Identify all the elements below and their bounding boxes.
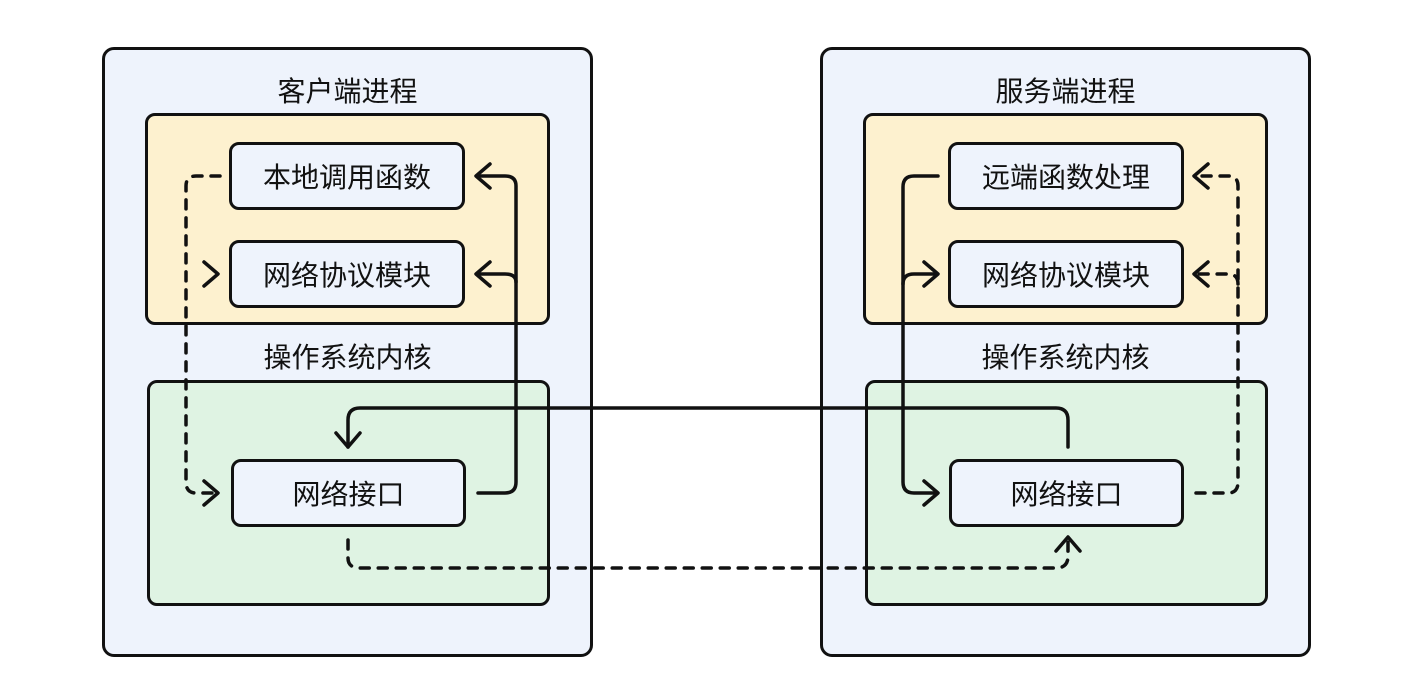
client-process-title: 客户端进程: [277, 75, 418, 108]
client-protocol-branch: [476, 272, 518, 284]
server-response-solid-arrow: [901, 174, 940, 495]
local-call-arrowhead: [474, 162, 492, 190]
client-request-dashed-arrow: [184, 174, 222, 495]
network-request-dashed-arrow: [346, 535, 1070, 570]
client-kernel-title: 操作系统内核: [263, 341, 432, 374]
client-interface-arrowhead: [202, 479, 220, 507]
server-protocol-request-branch: [1194, 272, 1240, 286]
server-interface-request-arrowhead: [1054, 535, 1082, 553]
server-kernel-title: 操作系统内核: [981, 341, 1150, 374]
server-network-interface-node: 网络接口: [949, 459, 1184, 527]
client-protocol-module-node: 网络协议模块: [229, 240, 465, 308]
server-protocol-request-arrowhead: [1192, 260, 1210, 288]
network-response-solid-arrow: [346, 406, 1070, 449]
server-protocol-response-branch: [901, 272, 937, 286]
client-response-solid-arrow: [476, 174, 518, 495]
client-interface-response-arrowhead: [334, 431, 362, 449]
remote-handler-node: 远端函数处理: [948, 142, 1184, 210]
server-protocol-module-node: 网络协议模块: [948, 240, 1184, 308]
server-request-dashed-arrow: [1194, 174, 1240, 495]
server-process-title: 服务端进程: [995, 75, 1136, 108]
client-protocol-response-arrowhead: [474, 260, 492, 288]
server-interface-response-arrowhead: [922, 479, 940, 507]
server-protocol-response-arrowhead: [922, 260, 940, 288]
remote-handler-arrowhead: [1192, 162, 1210, 190]
client-protocol-arrowhead: [202, 260, 220, 288]
client-network-interface-node: 网络接口: [231, 459, 466, 527]
local-call-node: 本地调用函数: [229, 142, 465, 210]
